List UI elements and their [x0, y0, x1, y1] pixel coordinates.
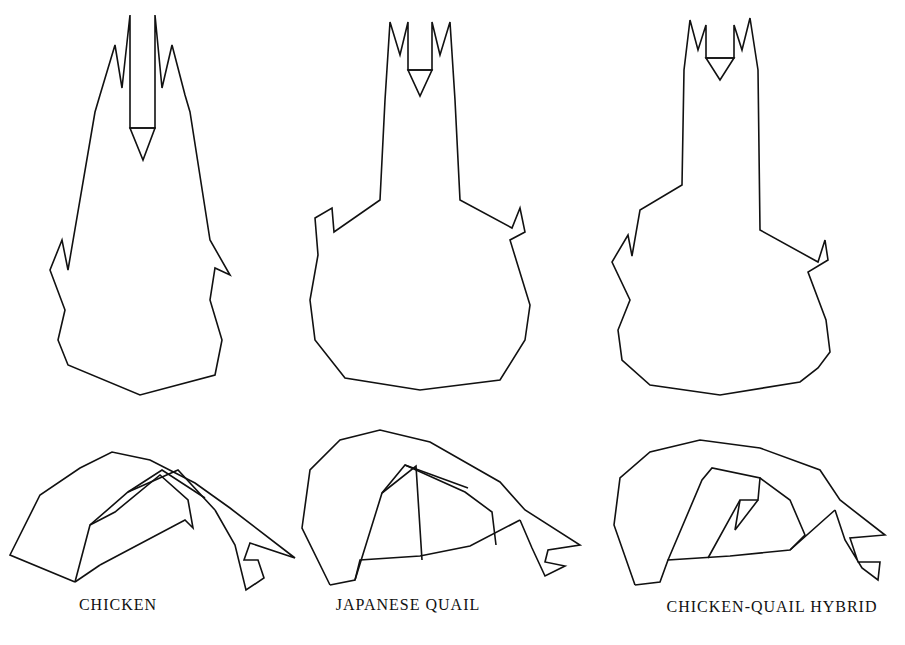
chicken-dorsal-skull [50, 15, 230, 395]
quail-dorsal-skull [310, 22, 530, 390]
chicken-lateral-skull [10, 452, 295, 590]
species-label: JAPANESE QUAIL [334, 596, 483, 614]
hybrid-lateral-skull [614, 440, 885, 585]
quail-lateral-skull [302, 430, 580, 585]
species-label: CHICKEN [77, 596, 159, 614]
hybrid-dorsal-skull [612, 18, 830, 395]
species-label: CHICKEN-QUAIL HYBRID [665, 598, 880, 616]
